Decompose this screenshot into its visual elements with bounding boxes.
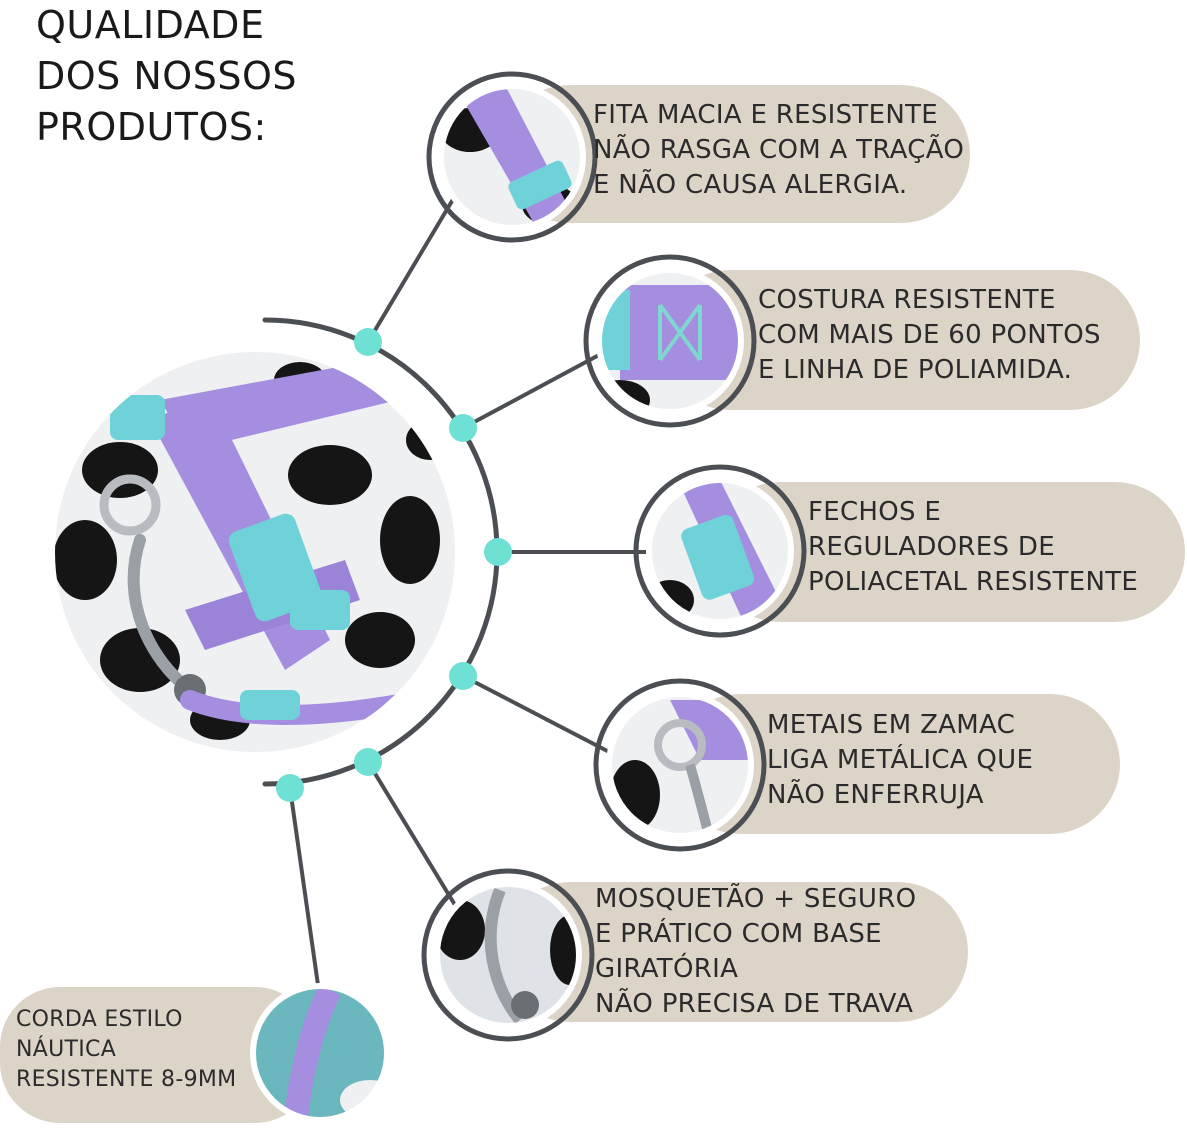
ring-fechos — [633, 464, 807, 638]
feature-line: NÃO PRECISA DE TRAVA — [595, 989, 914, 1019]
buckle-photo-icon — [646, 477, 794, 625]
feature-line: NÁUTICA — [16, 1037, 117, 1062]
rope-photo-icon — [250, 983, 390, 1123]
connector-lines — [288, 194, 650, 986]
ring-fita — [426, 71, 598, 243]
feature-line: FECHOS E — [808, 497, 942, 527]
pill-corda — [0, 987, 315, 1123]
feature-pills — [0, 85, 1185, 1123]
ring-mosquetao — [421, 868, 595, 1042]
feature-line: RESISTENTE 8-9MM — [16, 1067, 237, 1092]
feature-corda-text: CORDA ESTILO NÁUTICA RESISTENTE 8-9MM — [16, 1005, 236, 1095]
connector-mosquetao — [366, 760, 457, 907]
connector-dots — [276, 328, 512, 802]
feature-mosquetao-text: MOSQUETÃO + SEGURO E PRÁTICO COM BASE GI… — [595, 882, 916, 1022]
dot-metais — [449, 662, 477, 690]
title-line: DOS NOSSOS — [36, 54, 297, 98]
feature-line: GIRATÓRIA — [595, 954, 739, 984]
harness-on-dalmatian-photo-icon — [55, 352, 455, 752]
feature-line: E PRÁTICO COM BASE — [595, 919, 882, 949]
page-title: QUALIDADE DOS NOSSOS PRODUTOS: — [36, 0, 297, 153]
dot-fita — [354, 328, 382, 356]
feature-line: E LINHA DE POLIAMIDA. — [758, 355, 1073, 385]
feature-line: NÃO ENFERRUJA — [767, 780, 984, 810]
feature-fita-text: FITA MACIA E RESISTENTE NÃO RASGA COM A … — [593, 98, 964, 203]
pill-fechos — [710, 482, 1185, 622]
feature-line: COM MAIS DE 60 PONTOS — [758, 320, 1101, 350]
dot-mosquetao — [354, 748, 382, 776]
pill-costura — [660, 270, 1140, 410]
title-line: QUALIDADE — [36, 3, 265, 47]
pill-fita — [500, 85, 970, 223]
feature-line: POLIACETAL RESISTENTE — [808, 567, 1139, 597]
dot-costura — [449, 414, 477, 442]
feature-fechos-text: FECHOS E REGULADORES DE POLIACETAL RESIS… — [808, 495, 1138, 600]
carabiner-photo-icon — [434, 881, 582, 1029]
title-line: PRODUTOS: — [36, 105, 267, 149]
feature-line: FITA MACIA E RESISTENTE — [593, 100, 939, 130]
strap-photo-icon — [438, 83, 586, 231]
metal-ring-photo-icon — [606, 691, 754, 839]
feature-line: E NÃO CAUSA ALERGIA. — [593, 170, 908, 200]
ring-costura — [583, 254, 757, 428]
feature-line: LIGA METÁLICA QUE — [767, 745, 1034, 775]
feature-line: COSTURA RESISTENTE — [758, 285, 1056, 315]
feature-metais-text: METAIS EM ZAMAC LIGA METÁLICA QUE NÃO EN… — [767, 708, 1033, 813]
dot-corda — [276, 774, 304, 802]
photo-rings — [421, 71, 807, 1042]
pill-metais — [670, 694, 1120, 834]
connector-corda — [288, 787, 320, 986]
feature-line: MOSQUETÃO + SEGURO — [595, 884, 917, 914]
connector-fita — [366, 194, 457, 344]
dot-fechos — [484, 538, 512, 566]
feature-line: METAIS EM ZAMAC — [767, 710, 1016, 740]
feature-line: NÃO RASGA COM A TRAÇÃO — [593, 135, 965, 165]
pill-mosquetao — [500, 882, 968, 1022]
feature-line: CORDA ESTILO — [16, 1007, 183, 1032]
feature-costura-text: COSTURA RESISTENTE COM MAIS DE 60 PONTOS… — [758, 283, 1101, 388]
ring-metais — [593, 678, 767, 852]
feature-line: REGULADORES DE — [808, 532, 1055, 562]
connector-metais — [462, 674, 616, 757]
